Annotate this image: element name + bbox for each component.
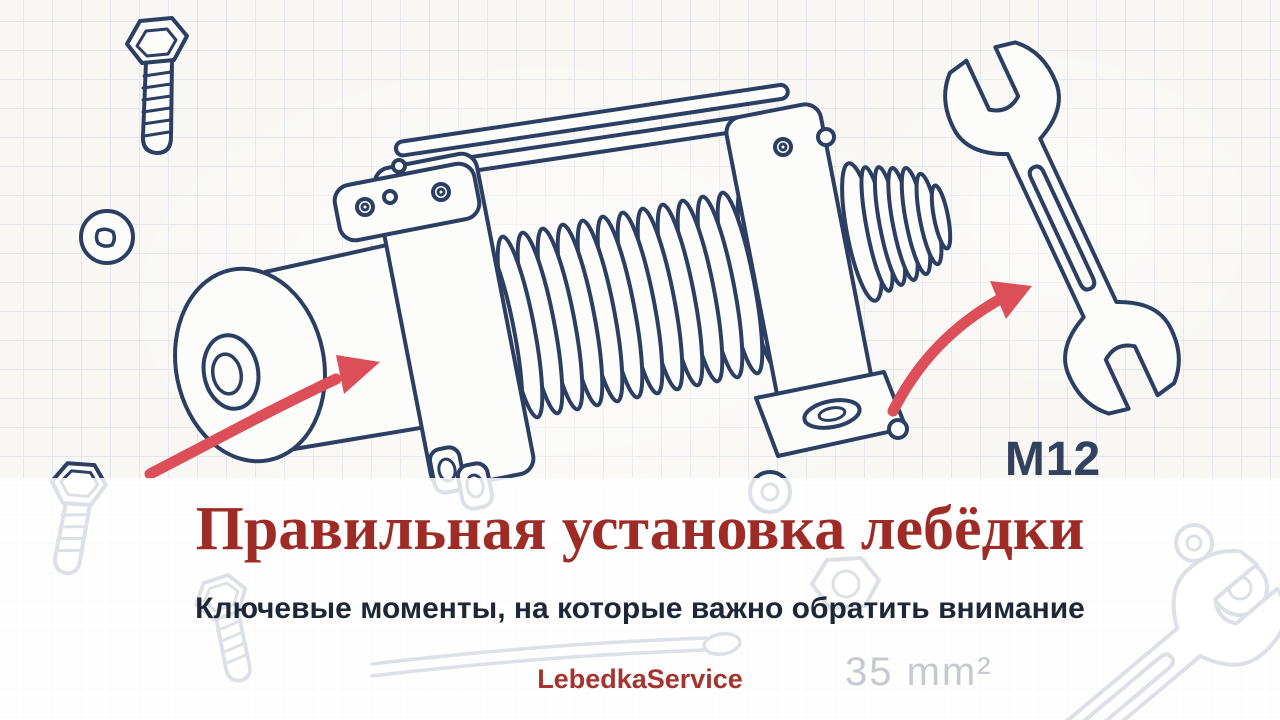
washer-icon-left	[79, 209, 135, 265]
winch-drawing	[173, 82, 953, 511]
wrench-icon	[927, 28, 1197, 428]
page-subtitle: Ключевые моменты, на которые важно обрат…	[195, 592, 1085, 625]
arrow-to-winch	[144, 373, 342, 480]
gearbox-end	[840, 161, 953, 303]
brand-name: LebedkaService	[537, 664, 743, 694]
bolt-icon-top-left	[125, 16, 189, 155]
cable-spec-label: 35 mm²	[845, 650, 993, 694]
arrow-to-wrench	[887, 292, 1008, 417]
frame-plate-left	[332, 151, 536, 491]
overlay-band	[0, 478, 1280, 720]
arrow-annotations	[144, 281, 1032, 480]
bolt-size-label: M12	[1004, 433, 1102, 486]
page-title: Правильная установка лебёдки	[195, 495, 1085, 563]
